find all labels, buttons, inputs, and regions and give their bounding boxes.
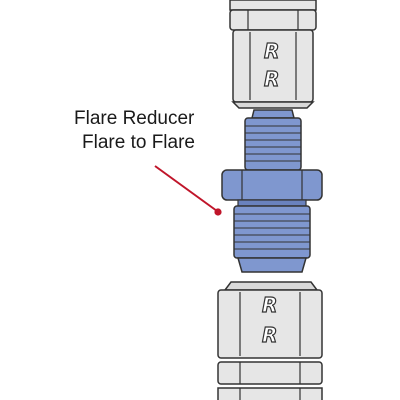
callout-leader-dot bbox=[214, 208, 222, 216]
callout: Flare Reducer Flare to Flare bbox=[74, 108, 222, 216]
callout-line-1: Flare Reducer bbox=[74, 108, 195, 129]
callout-line-2: Flare to Flare bbox=[82, 132, 195, 153]
lower-logo-mark-2: R bbox=[262, 323, 277, 347]
lower-logo-mark-1: R bbox=[262, 293, 277, 317]
center-hex-nut bbox=[221, 169, 323, 201]
upper-hose-end-fitting: R R bbox=[229, 0, 317, 109]
top-flare-nose bbox=[251, 109, 295, 119]
bottom-flare-nose bbox=[237, 257, 307, 273]
upper-logo-mark-1: R bbox=[264, 39, 279, 63]
blue-flare-reducer bbox=[221, 109, 323, 273]
lower-hex-nut bbox=[217, 361, 323, 385]
upper-hex-nut bbox=[229, 0, 317, 11]
lower-hose-end-fitting: R R bbox=[217, 281, 323, 400]
lower-socket-body bbox=[217, 289, 323, 359]
callout-leader-line bbox=[154, 165, 218, 212]
upper-logo-mark-2: R bbox=[264, 67, 279, 91]
